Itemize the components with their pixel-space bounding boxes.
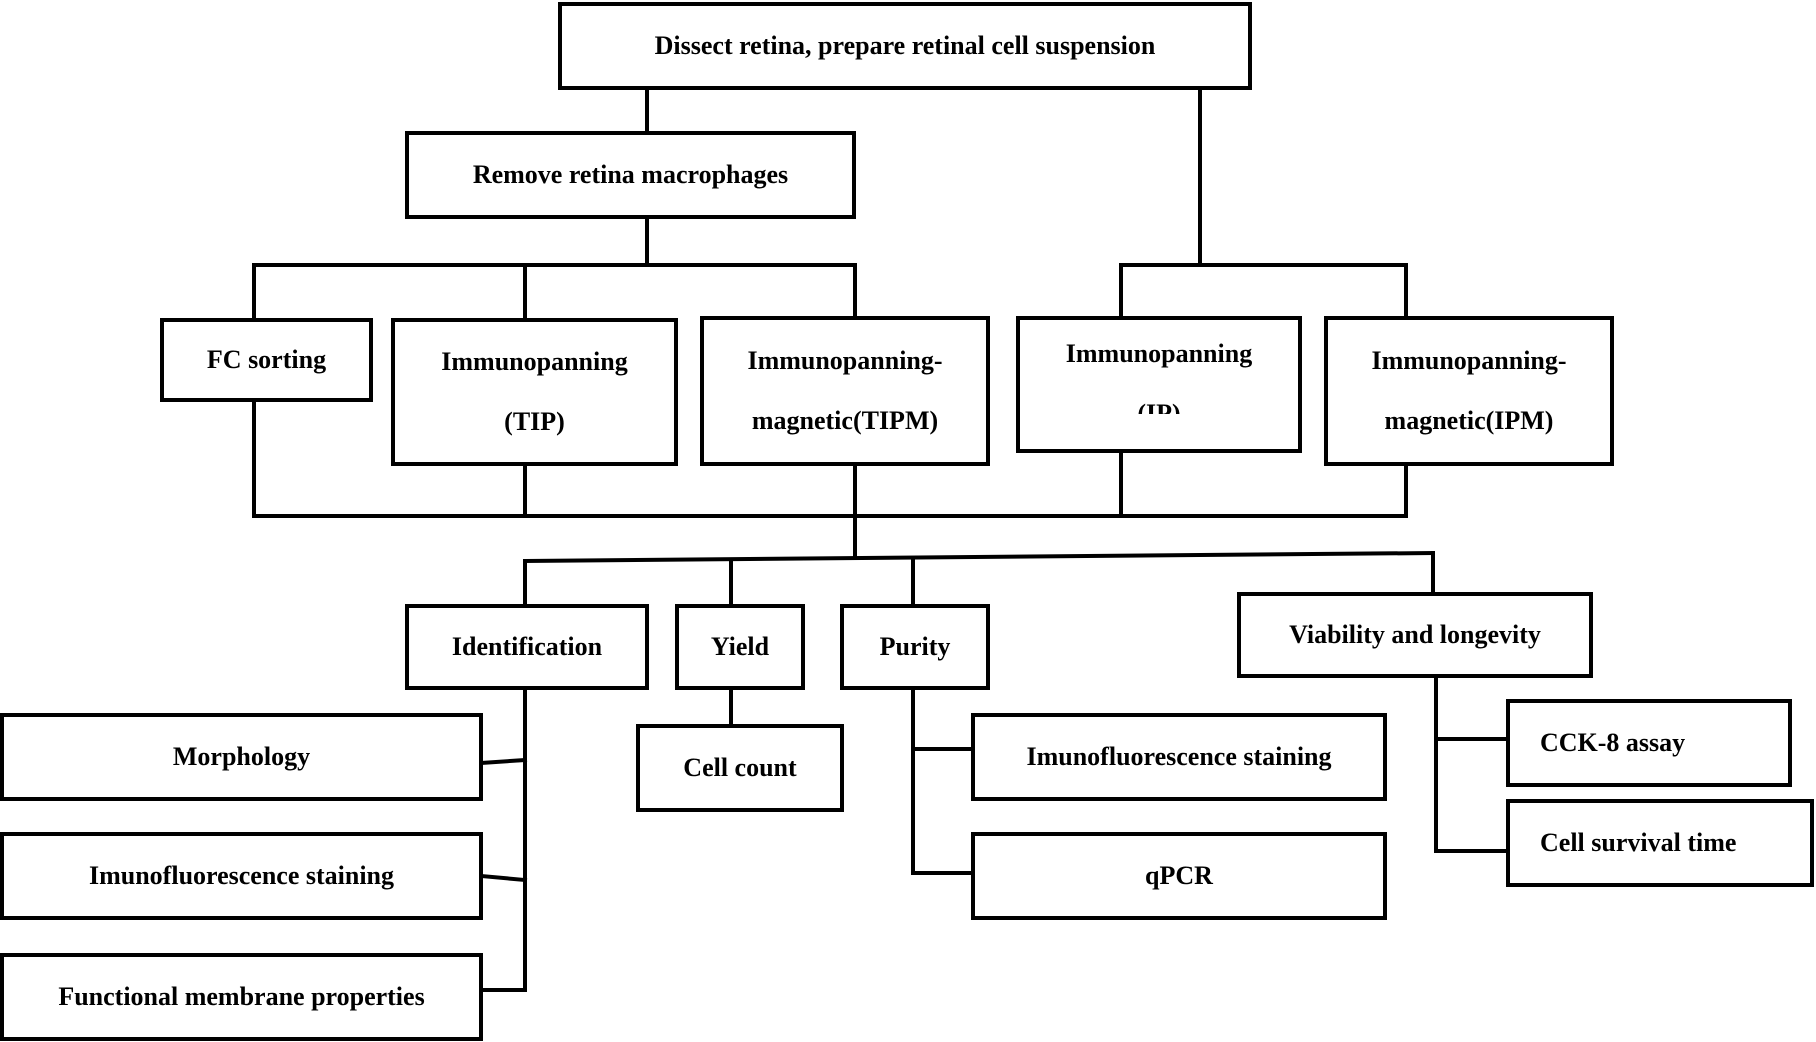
box-ipm-line1: Immunopanning- [1371,346,1567,375]
box-identification-if-staining: Imunofluorescence staining [0,832,483,920]
box-fc-sorting: FC sorting [160,318,373,402]
box-identification-if-staining-label: Imunofluorescence staining [88,861,395,890]
box-qpcr-label: qPCR [1145,861,1213,890]
box-functional-membrane-properties-label: Functional membrane properties [58,982,425,1011]
box-purity-if-staining-label: Imunofluorescence staining [1026,742,1332,771]
box-dissect-retina: Dissect retina, prepare retinal cell sus… [558,2,1252,90]
box-purity-label: Purity [879,632,951,661]
box-cell-count: Cell count [636,724,844,812]
box-yield-label: Yield [710,632,770,661]
box-cell-count-label: Cell count [683,753,797,782]
box-purity: Purity [840,604,990,690]
box-cck8-assay-label: CCK-8 assay [1540,728,1686,757]
box-ip-line1: Immunopanning [1065,339,1253,368]
box-tipm-line1: Immunopanning- [747,346,943,375]
box-functional-membrane-properties: Functional membrane properties [0,953,483,1041]
box-tipm-line2: magnetic(TIPM) [751,406,939,435]
box-cck8-assay: CCK-8 assay [1506,699,1792,787]
box-tip-line1: Immunopanning [441,347,628,376]
connector-if-staining-1 [478,873,528,883]
box-morphology-label: Morphology [172,742,311,771]
box-viability-longevity: Viability and longevity [1237,592,1593,678]
box-immunopanning-magnetic-ipm: Immunopanning- magnetic(IPM) [1324,316,1614,466]
box-immunopanning-ip: Immunopanning (IP) [1016,316,1302,453]
box-identification: Identification [405,604,649,690]
box-cell-survival-time-label: Cell survival time [1540,828,1737,857]
box-immunopanning-tip: Immunopanning (TIP) [391,318,678,466]
box-qpcr: qPCR [971,832,1387,920]
box-yield: Yield [675,604,805,690]
box-immunopanning-magnetic-tipm: Immunopanning- magnetic(TIPM) [700,316,990,466]
box-dissect-retina-label: Dissect retina, prepare retinal cell sus… [654,31,1156,60]
box-fc-sorting-label: FC sorting [206,345,327,374]
box-viability-longevity-label: Viability and longevity [1289,620,1541,649]
box-remove-macrophages: Remove retina macrophages [405,131,856,219]
box-cell-survival-time: Cell survival time [1506,799,1814,887]
box-ip-line2: (IP) [1137,399,1181,414]
box-morphology: Morphology [0,713,483,801]
box-tip-line2: (TIP) [504,407,565,436]
box-ipm-line2: magnetic(IPM) [1384,406,1554,435]
connector-morphology [478,757,528,766]
box-identification-label: Identification [451,632,603,661]
connector-eval-bus [522,550,1436,564]
box-purity-if-staining: Imunofluorescence staining [971,713,1387,801]
box-remove-macrophages-label: Remove retina macrophages [472,160,789,189]
